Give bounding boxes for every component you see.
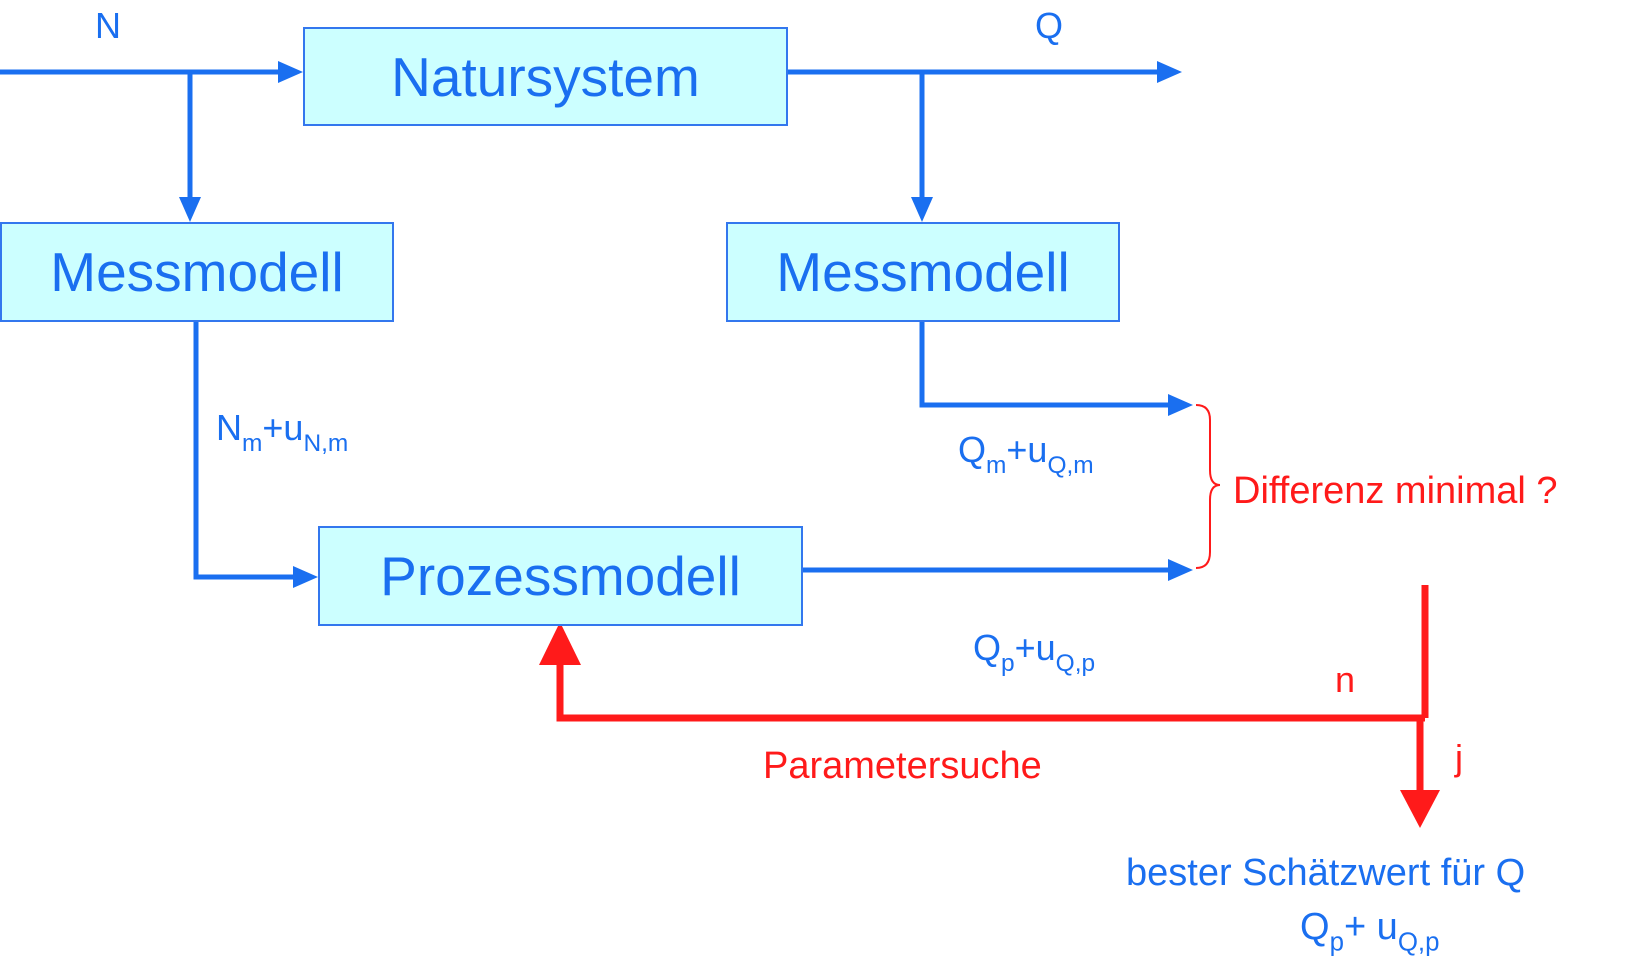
input-n-label: N bbox=[95, 5, 121, 46]
left-measure-to-process bbox=[193, 322, 305, 580]
arrowhead-into-left-messmodell bbox=[179, 197, 201, 222]
result-line1-label: bester Schätzwert für Q bbox=[1126, 852, 1526, 894]
arrowhead-qm bbox=[1168, 394, 1193, 416]
prozessmodell-label: Prozessmodell bbox=[380, 545, 741, 607]
arrowhead-into-prozessmodell bbox=[293, 566, 318, 588]
qp-label: Qp+uQ,p bbox=[973, 627, 1096, 678]
decision-yes-label: j bbox=[1455, 737, 1463, 778]
arrowhead-output-q bbox=[1157, 61, 1182, 83]
arrowhead-into-right-messmodell bbox=[911, 197, 933, 222]
blue-arrowheads bbox=[179, 61, 1193, 588]
right-measure-to-compare bbox=[919, 322, 1170, 408]
red-arrowheads bbox=[539, 622, 1440, 828]
parametersuche-label: Parametersuche bbox=[763, 745, 1042, 787]
arrowhead-result bbox=[1400, 790, 1440, 828]
natursystem-box: Natursystem bbox=[303, 27, 788, 126]
output-q-label: Q bbox=[1035, 5, 1064, 46]
parametersuche-loop bbox=[556, 662, 1425, 722]
qm-label: Qm+uQ,m bbox=[958, 429, 1094, 480]
messmodell-left-label: Messmodell bbox=[50, 241, 344, 303]
comparison-brace bbox=[1195, 404, 1221, 569]
messmodell-right-label: Messmodell bbox=[776, 241, 1070, 303]
arrowhead-into-natursystem bbox=[278, 61, 303, 83]
red-feedback-lines bbox=[556, 585, 1429, 795]
arrowhead-qp bbox=[1168, 559, 1193, 581]
nm-label: Nm+uN,m bbox=[216, 407, 349, 458]
arrowhead-into-prozessmodell-feedback bbox=[539, 622, 581, 665]
differenz-label: Differenz minimal ? bbox=[1233, 470, 1558, 512]
prozessmodell-box: Prozessmodell bbox=[318, 526, 803, 626]
natursystem-label: Natursystem bbox=[391, 45, 700, 108]
decision-no-label: n bbox=[1335, 659, 1356, 700]
messmodell-right-box: Messmodell bbox=[726, 222, 1120, 322]
result-qp-label: Qp+ uQ,p bbox=[1300, 906, 1440, 957]
messmodell-left-box: Messmodell bbox=[0, 222, 394, 322]
blue-flow-lines bbox=[0, 69, 1175, 580]
